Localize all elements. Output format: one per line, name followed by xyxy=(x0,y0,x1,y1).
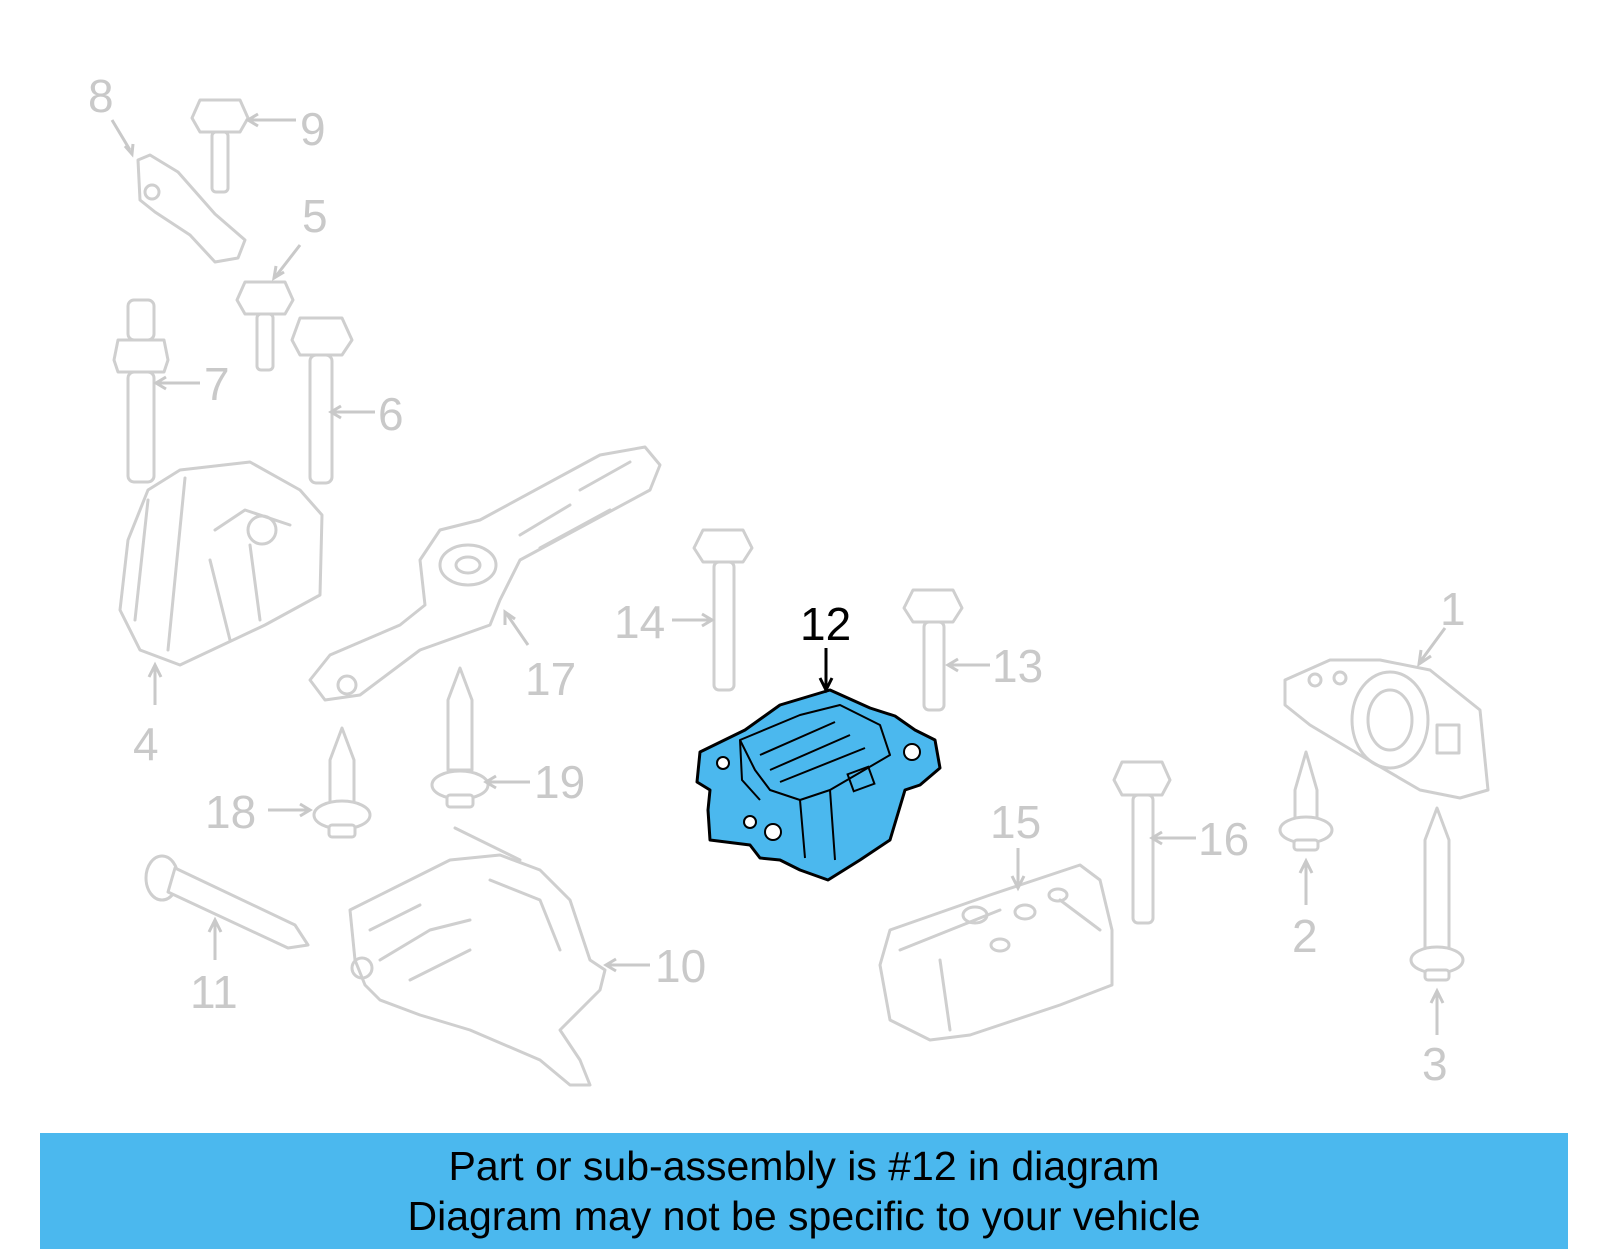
callout-3: 3 xyxy=(1422,1038,1448,1090)
part-11-bolt xyxy=(144,854,310,950)
callout-19: 19 xyxy=(534,756,585,808)
callout-14: 14 xyxy=(614,596,665,648)
callout-5: 5 xyxy=(302,190,328,242)
part-7-stud xyxy=(112,298,170,484)
part-16-bolt xyxy=(1112,760,1172,925)
callout-10: 10 xyxy=(655,940,706,992)
callout-16: 16 xyxy=(1198,813,1249,865)
part-3-screw xyxy=(1409,806,1465,982)
part-15-mount xyxy=(878,863,1114,1042)
callout-4: 4 xyxy=(133,718,159,770)
banner-line-1: Part or sub-assembly is #12 in diagram xyxy=(448,1143,1160,1189)
callout-9: 9 xyxy=(300,103,326,155)
part-4-mount xyxy=(118,460,324,667)
callout-arrows xyxy=(110,112,1447,1035)
part-6-bolt xyxy=(290,316,354,485)
part-13-bolt xyxy=(902,588,964,712)
callout-1: 1 xyxy=(1440,583,1466,635)
banner-line-2: Diagram may not be specific to your vehi… xyxy=(407,1193,1201,1239)
callout-15: 15 xyxy=(990,796,1041,848)
callout-8: 8 xyxy=(88,70,114,122)
callout-17: 17 xyxy=(525,653,576,705)
part-17-torque-arm xyxy=(308,445,662,702)
callout-12: 12 xyxy=(800,598,851,650)
part-19-screw xyxy=(430,666,490,809)
part-1-bushing-bracket xyxy=(1283,658,1490,800)
part-10-bracket xyxy=(348,826,607,1087)
part-5-bolt xyxy=(235,280,295,372)
disclaimer-banner: Part or sub-assembly is #12 in diagram D… xyxy=(40,1133,1568,1249)
callout-6: 6 xyxy=(378,388,404,440)
callout-2: 2 xyxy=(1292,910,1318,962)
part-8-bracket xyxy=(136,153,247,264)
callout-7: 7 xyxy=(204,358,230,410)
part-9-bolt xyxy=(190,98,250,194)
part-12-transmission-mount[interactable] xyxy=(695,688,942,882)
part-18-screw xyxy=(312,726,372,839)
callout-labels: 8 9 5 7 6 4 17 14 12 13 1 19 18 16 15 10… xyxy=(88,70,1466,1090)
callout-11: 11 xyxy=(190,966,238,1018)
part-14-bolt xyxy=(692,528,754,692)
part-2-screw xyxy=(1278,750,1334,852)
callout-13: 13 xyxy=(992,640,1043,692)
callout-18: 18 xyxy=(205,786,256,838)
